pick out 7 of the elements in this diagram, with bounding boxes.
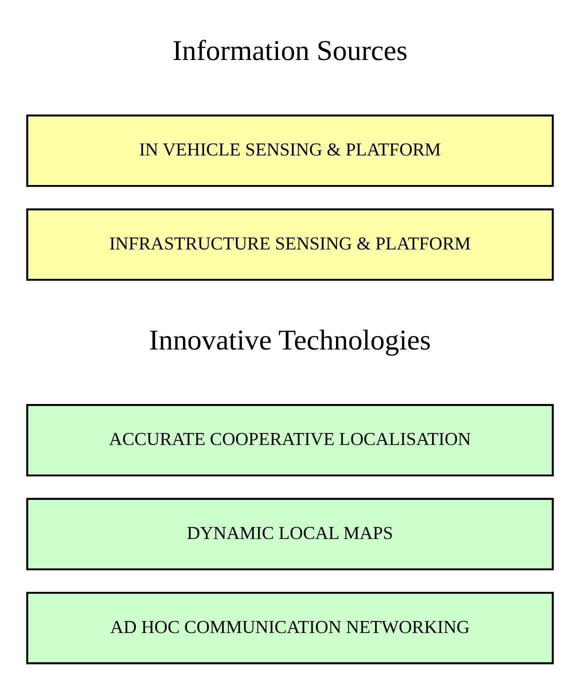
node-box: ACCURATE COOPERATIVE LOCALISATION [26,404,554,476]
node-box: IN VEHICLE SENSING & PLATFORM [26,114,554,187]
node-box: INFRASTRUCTURE SENSING & PLATFORM [26,208,554,281]
node-box: DYNAMIC LOCAL MAPS [26,498,554,570]
label: Information Sources [172,35,408,68]
label: Innovative Technologies [149,324,431,357]
node-box: AD HOC COMMUNICATION NETWORKING [26,592,554,664]
